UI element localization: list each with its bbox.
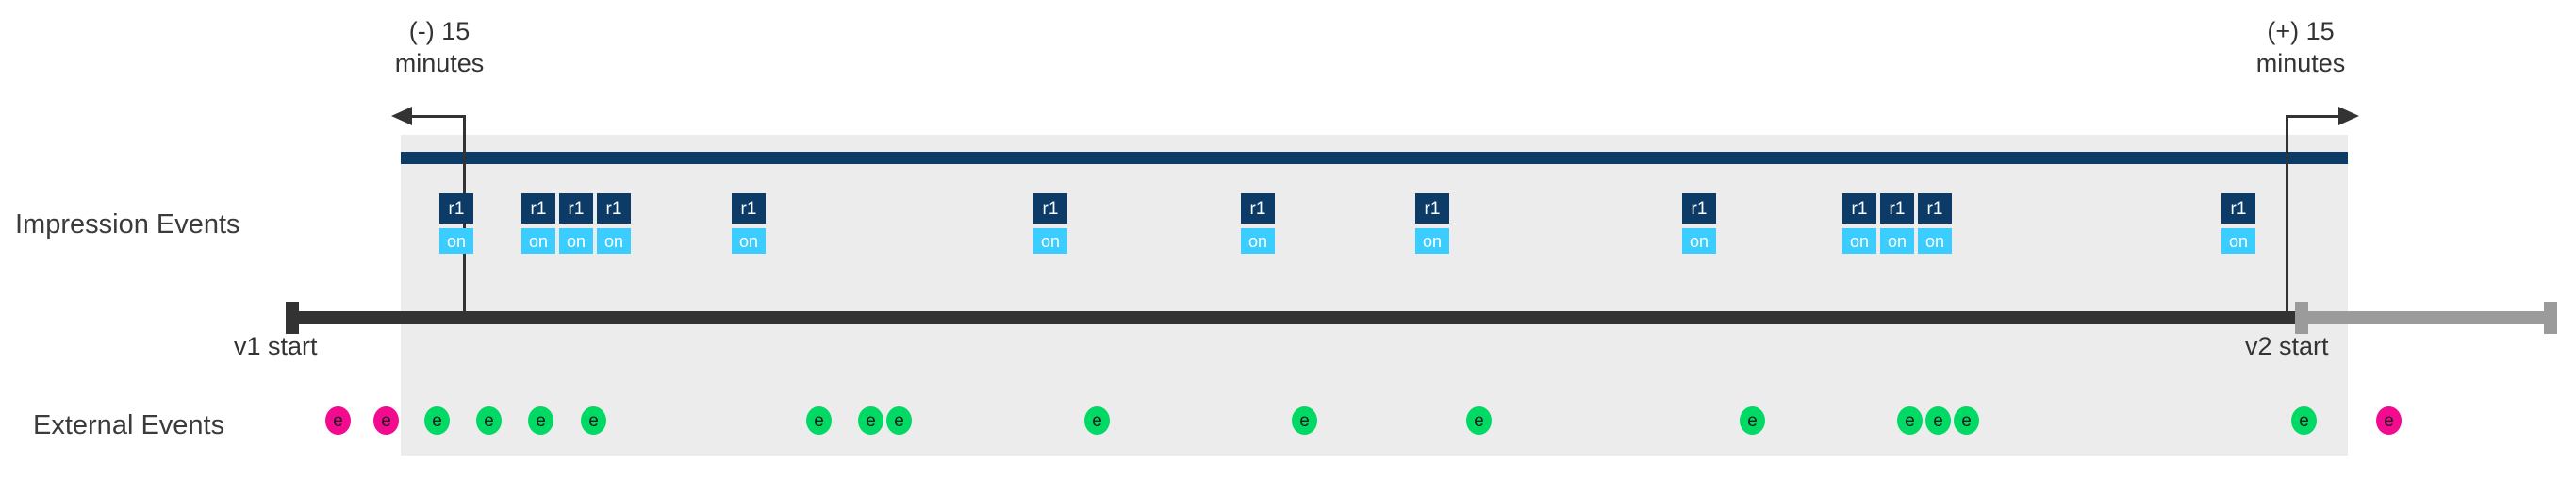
rule-chip: r1	[1682, 193, 1716, 224]
plus-15-minutes-annotation: (+) 15 minutes	[2206, 15, 2395, 79]
rule-chip: r1	[1842, 193, 1876, 224]
impression-event-group[interactable]: r1 on	[1241, 193, 1275, 254]
impression-event-group[interactable]: r1 on	[732, 193, 766, 254]
impression-event-chip[interactable]: r1 on	[439, 193, 473, 254]
impression-event-chip[interactable]: r1 on	[559, 193, 593, 254]
impression-event-chip[interactable]: r1 on	[1842, 193, 1876, 254]
rule-chip: r1	[2221, 193, 2255, 224]
external-event-dot[interactable]: e	[2291, 406, 2317, 435]
impression-event-group[interactable]: r1 on	[1033, 193, 1067, 254]
analysis-window-panel	[401, 135, 2348, 456]
impression-event-group[interactable]: r1 on	[1415, 193, 1449, 254]
external-event-dot[interactable]: e	[476, 406, 502, 435]
impression-event-chip[interactable]: r1 on	[1880, 193, 1914, 254]
plus-15-line2: minutes	[2255, 49, 2346, 77]
window-end-guide-line	[2286, 115, 2288, 318]
state-chip: on	[597, 228, 631, 254]
rule-chip: r1	[732, 193, 766, 224]
minus-15-line2: minutes	[394, 49, 485, 77]
impression-event-group[interactable]: r1 on	[1682, 193, 1716, 254]
state-chip: on	[1415, 228, 1449, 254]
rule-chip: r1	[1241, 193, 1275, 224]
v2-end-cap	[2544, 302, 2557, 334]
impression-event-chip[interactable]: r1 on	[597, 193, 631, 254]
impression-event-chip[interactable]: r1 on	[1033, 193, 1067, 254]
v2-timeline-bar	[2295, 311, 2557, 324]
external-event-dot[interactable]: e	[1925, 406, 1951, 435]
external-event-dot[interactable]: e	[806, 406, 832, 435]
external-event-dot[interactable]: e	[886, 406, 912, 435]
state-chip: on	[521, 228, 555, 254]
external-event-dot[interactable]: e	[325, 406, 351, 435]
plus-15-line1: (+) 15	[2267, 17, 2335, 45]
external-event-dot[interactable]: e	[528, 406, 553, 435]
external-event-dot[interactable]: e	[424, 406, 450, 435]
external-event-dot[interactable]: e	[1466, 406, 1492, 435]
minus-15-line1: (-) 15	[408, 17, 471, 45]
rule-chip: r1	[1033, 193, 1067, 224]
minus-15-minutes-annotation: (-) 15 minutes	[345, 15, 534, 79]
impression-event-group[interactable]: r1 on	[439, 193, 473, 254]
row-label-impression-events: Impression Events	[15, 209, 240, 240]
v1-start-label: v1 start	[234, 332, 318, 360]
impression-event-chip[interactable]: r1 on	[1415, 193, 1449, 254]
external-event-dot[interactable]: e	[581, 406, 606, 435]
rule-chip: r1	[439, 193, 473, 224]
external-event-dot[interactable]: e	[373, 406, 399, 435]
rule-chip: r1	[559, 193, 593, 224]
impression-event-chip[interactable]: r1 on	[1918, 193, 1952, 254]
state-chip: on	[439, 228, 473, 254]
rule-chip: r1	[597, 193, 631, 224]
state-chip: on	[1241, 228, 1275, 254]
external-event-dot[interactable]: e	[1954, 406, 1979, 435]
external-event-dot[interactable]: e	[1897, 406, 1923, 435]
external-event-dot[interactable]: e	[1740, 406, 1765, 435]
arrow-left-icon	[391, 107, 412, 125]
rule-chip: r1	[1415, 193, 1449, 224]
state-chip: on	[559, 228, 593, 254]
state-chip: on	[1033, 228, 1067, 254]
external-event-dot[interactable]: e	[2376, 406, 2402, 435]
impression-event-chip[interactable]: r1 on	[1241, 193, 1275, 254]
state-chip: on	[1880, 228, 1914, 254]
row-label-external-events: External Events	[33, 410, 225, 440]
external-event-dot[interactable]: e	[1084, 406, 1110, 435]
impression-event-chip[interactable]: r1 on	[521, 193, 555, 254]
rule-chip: r1	[1918, 193, 1952, 224]
state-chip: on	[1918, 228, 1952, 254]
impression-event-chip[interactable]: r1 on	[732, 193, 766, 254]
impression-event-chip[interactable]: r1 on	[1682, 193, 1716, 254]
state-chip: on	[1842, 228, 1876, 254]
state-chip: on	[732, 228, 766, 254]
impression-event-chip[interactable]: r1 on	[2221, 193, 2255, 254]
v2-start-label: v2 start	[2245, 332, 2329, 360]
state-chip: on	[2221, 228, 2255, 254]
external-event-dot[interactable]: e	[858, 406, 883, 435]
state-chip: on	[1682, 228, 1716, 254]
external-event-dot[interactable]: e	[1292, 406, 1317, 435]
rule-chip: r1	[521, 193, 555, 224]
impression-event-group[interactable]: r1 on	[2221, 193, 2255, 254]
arrow-right-icon	[2338, 107, 2359, 125]
experiment-duration-bar	[401, 152, 2348, 164]
v1-timeline-bar	[286, 311, 2295, 324]
rule-chip: r1	[1880, 193, 1914, 224]
